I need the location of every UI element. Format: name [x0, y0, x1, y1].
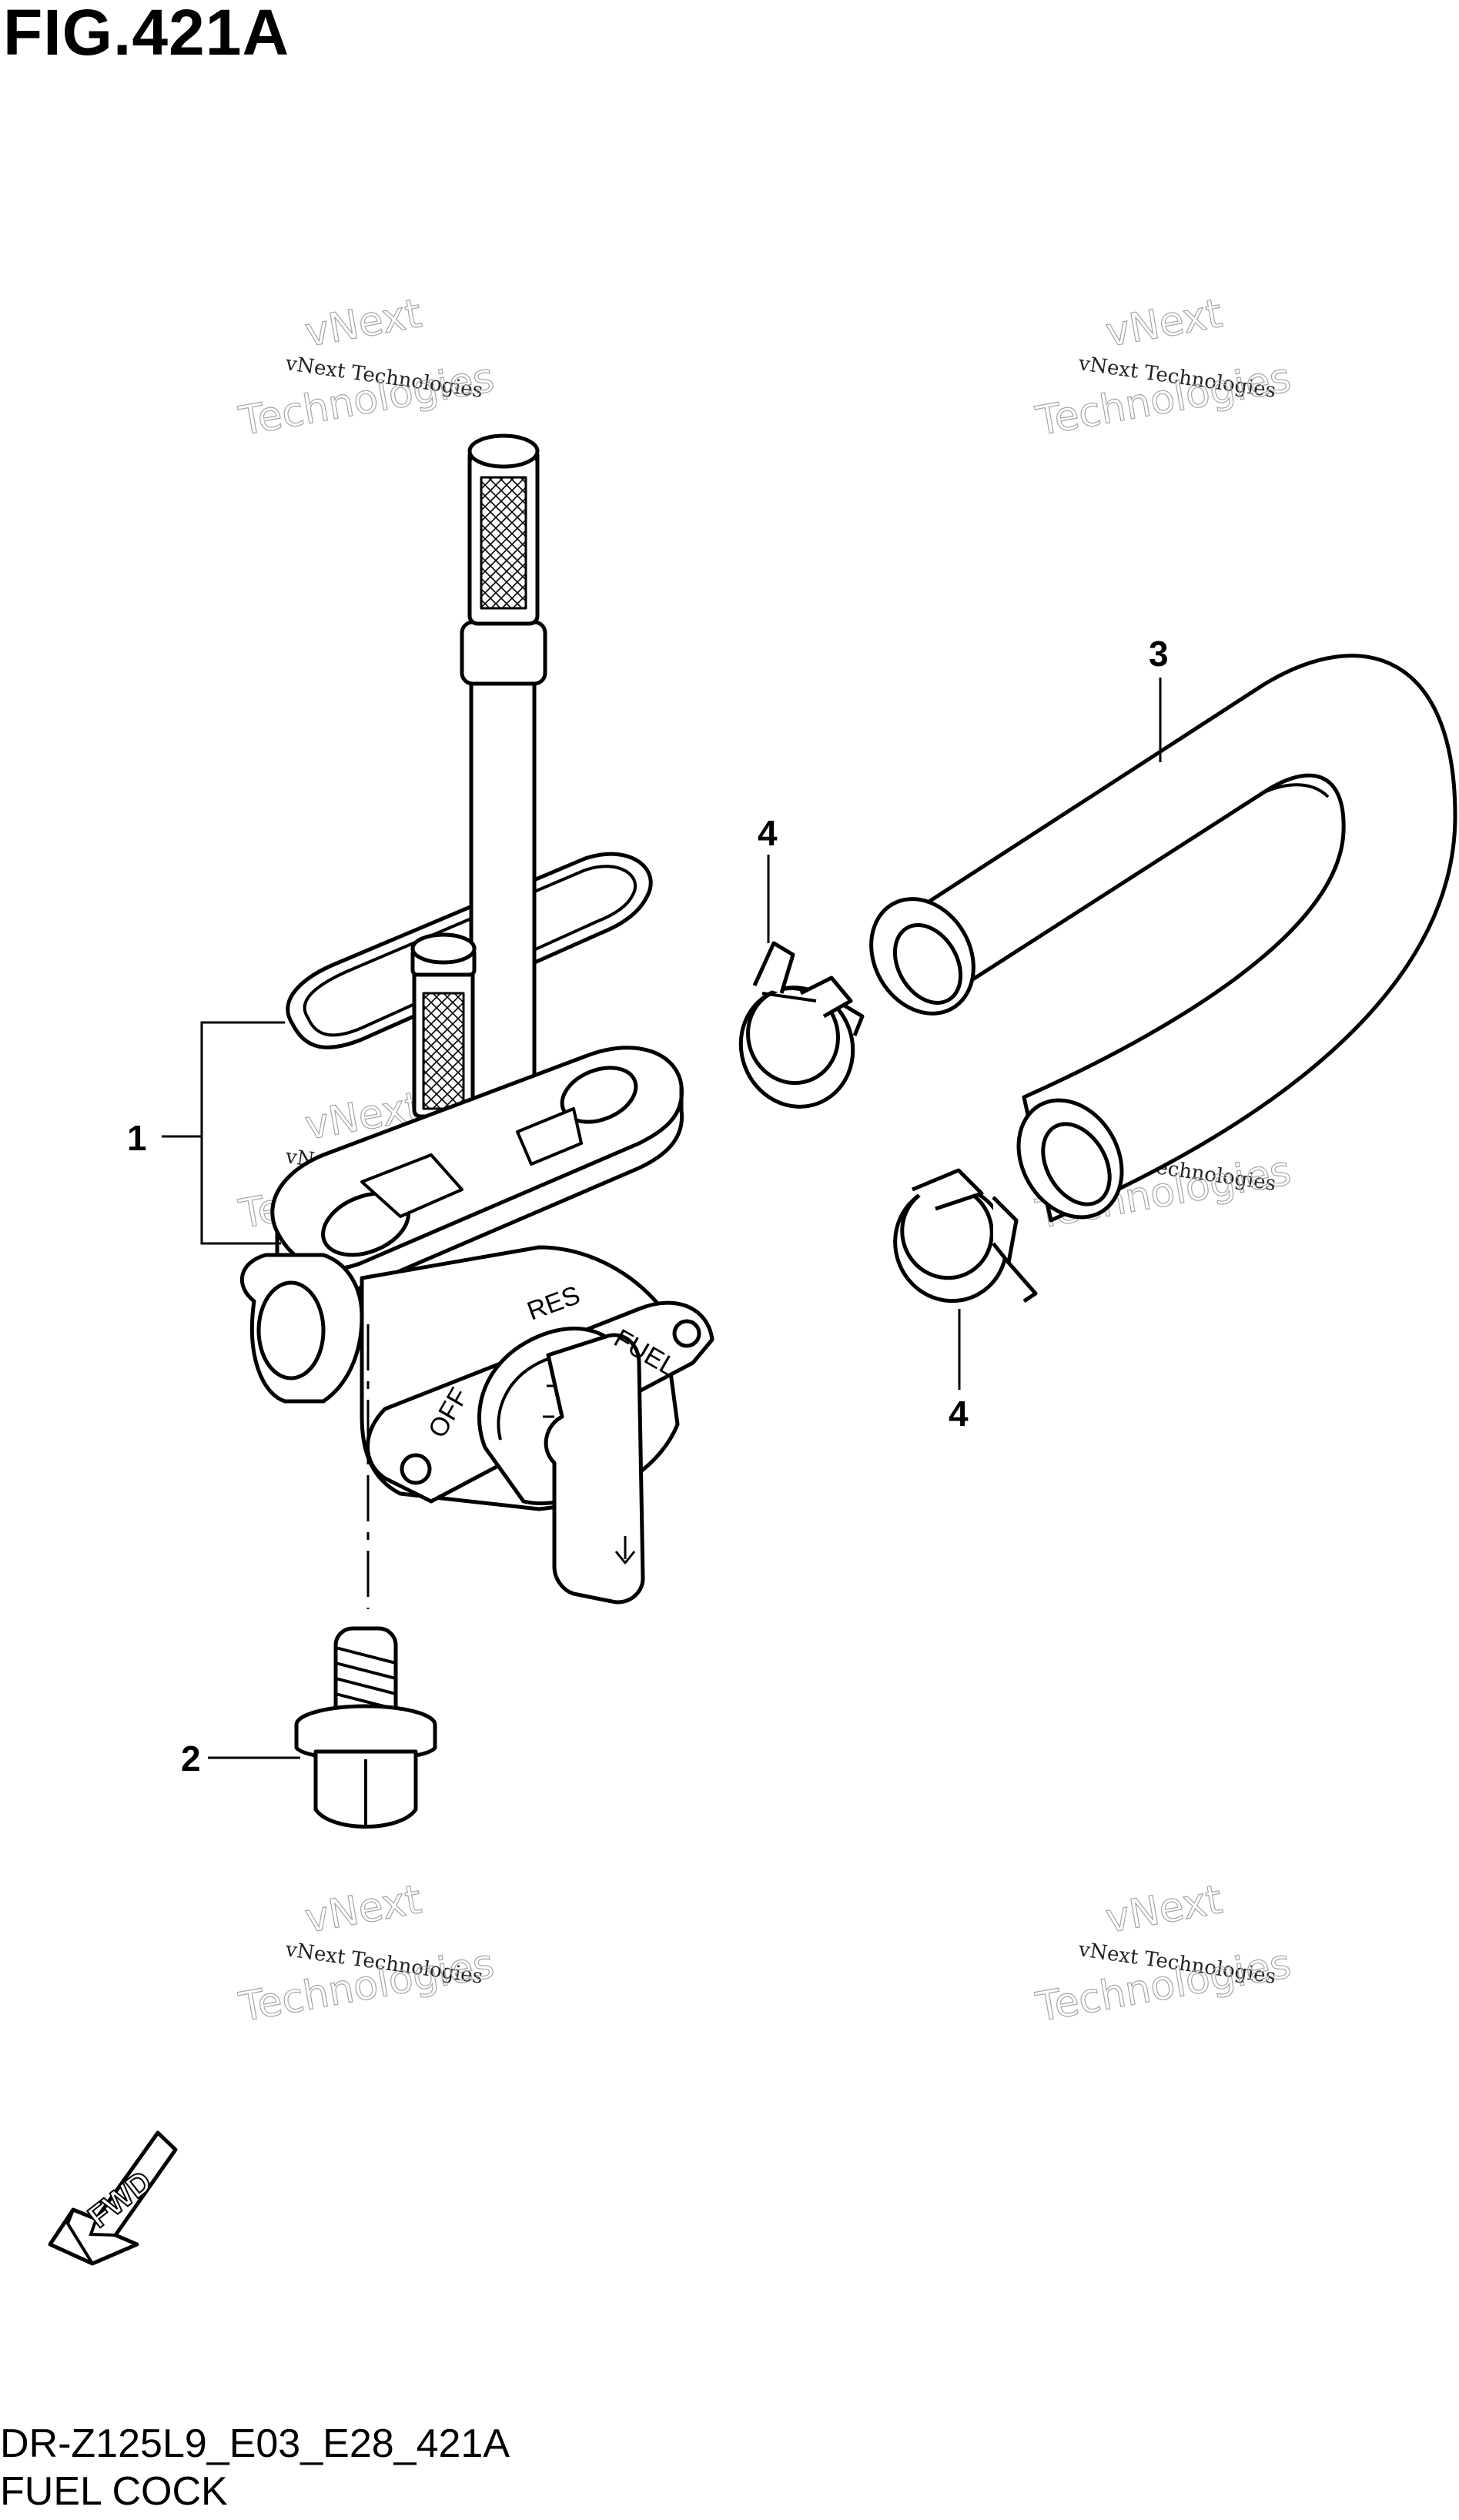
- watermark-bottom-right: vNext vNext Technologies Technologies: [1032, 1876, 1295, 2032]
- callout-4-upper: 4: [758, 813, 778, 853]
- figure-title: FIG.421A: [3, 0, 290, 69]
- callout-2: 2: [181, 1739, 201, 1779]
- callout-3: 3: [1149, 634, 1169, 674]
- part-hose-clamp-lower: [893, 1168, 1038, 1304]
- figure-code: DR-Z125L9_E03_E28_421A: [0, 2421, 510, 2466]
- watermark-top-right: vNext vNext Technologies Technologies: [1032, 290, 1295, 446]
- part-fuel-hose: [869, 654, 1457, 1223]
- watermark-top-left: vNext vNext Technologies Technologies: [235, 290, 498, 446]
- svg-text:vNext: vNext: [302, 1876, 425, 1942]
- reserve-filter-tube: [410, 932, 477, 1196]
- valve-lever: [544, 1333, 645, 1605]
- watermark-bottom-left: vNext vNext Technologies Technologies: [235, 1876, 498, 2032]
- callout-leaders: [162, 678, 1162, 1759]
- valve-body: [239, 1245, 714, 1605]
- figure-name: FUEL COCK: [0, 2469, 228, 2514]
- callout-4-lower: 4: [949, 1394, 969, 1434]
- svg-text:vNext: vNext: [1103, 290, 1226, 356]
- svg-text:vNext: vNext: [1103, 1876, 1226, 1942]
- callout-1: 1: [127, 1118, 147, 1158]
- part-hose-clamp-upper: [738, 941, 865, 1109]
- part-bolt: [294, 1626, 437, 1829]
- gasket-o-ring: [286, 852, 653, 1049]
- svg-text:vNext: vNext: [302, 290, 425, 356]
- part-fuel-cock-assembly: RES FUEL OFF: [239, 433, 714, 1609]
- fwd-arrow-icon: FWD: [48, 2130, 178, 2266]
- main-filter-tube: [460, 433, 547, 1165]
